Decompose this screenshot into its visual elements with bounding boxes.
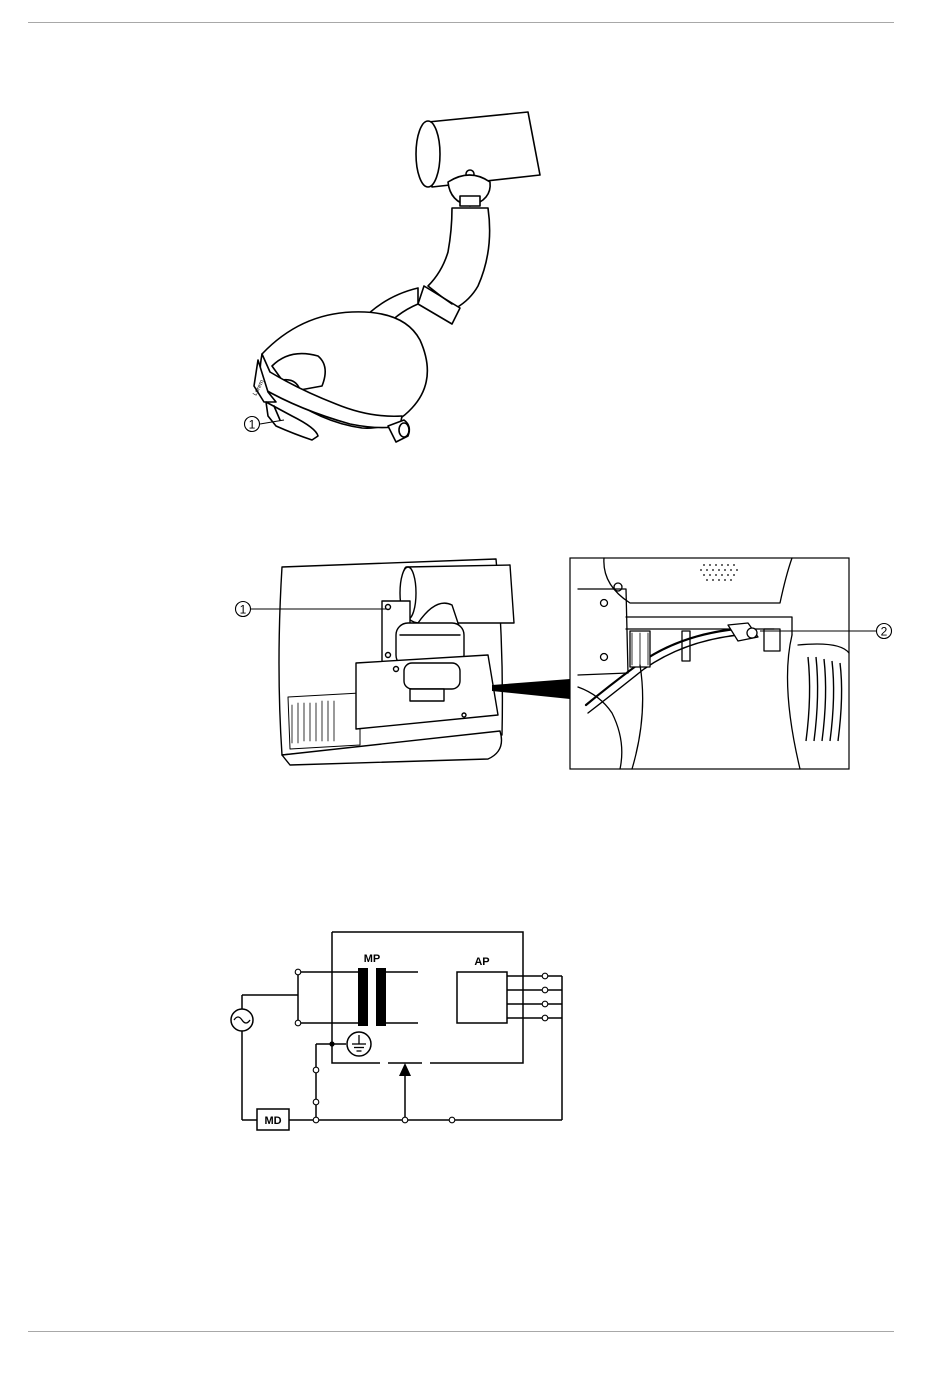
circuit-drawing: MP AP MD [0,920,950,1140]
ground-icon [347,1032,371,1056]
figure-mounting-detail: 1 [0,545,950,780]
figure-circuit-schematic: MP AP MD [0,920,950,1140]
callout-1-label: 1 [249,418,256,432]
callout-1-label: 1 [240,603,247,617]
mounting-drawing: 1 [0,545,950,780]
figure-light-arm: Lorem 1 [0,90,950,460]
ac-source-icon [231,1009,253,1031]
md-label: MD [264,1115,281,1127]
mp-label: MP [364,953,381,965]
bottom-rule [28,1331,894,1332]
transformer-core-left [358,968,368,1026]
top-rule [28,22,894,23]
transformer-core-right [376,968,386,1026]
light-arm-drawing: Lorem 1 [0,90,950,460]
callout-2-label: 2 [881,625,888,639]
switch-arrow [399,1063,411,1076]
ap-label: AP [474,956,489,968]
